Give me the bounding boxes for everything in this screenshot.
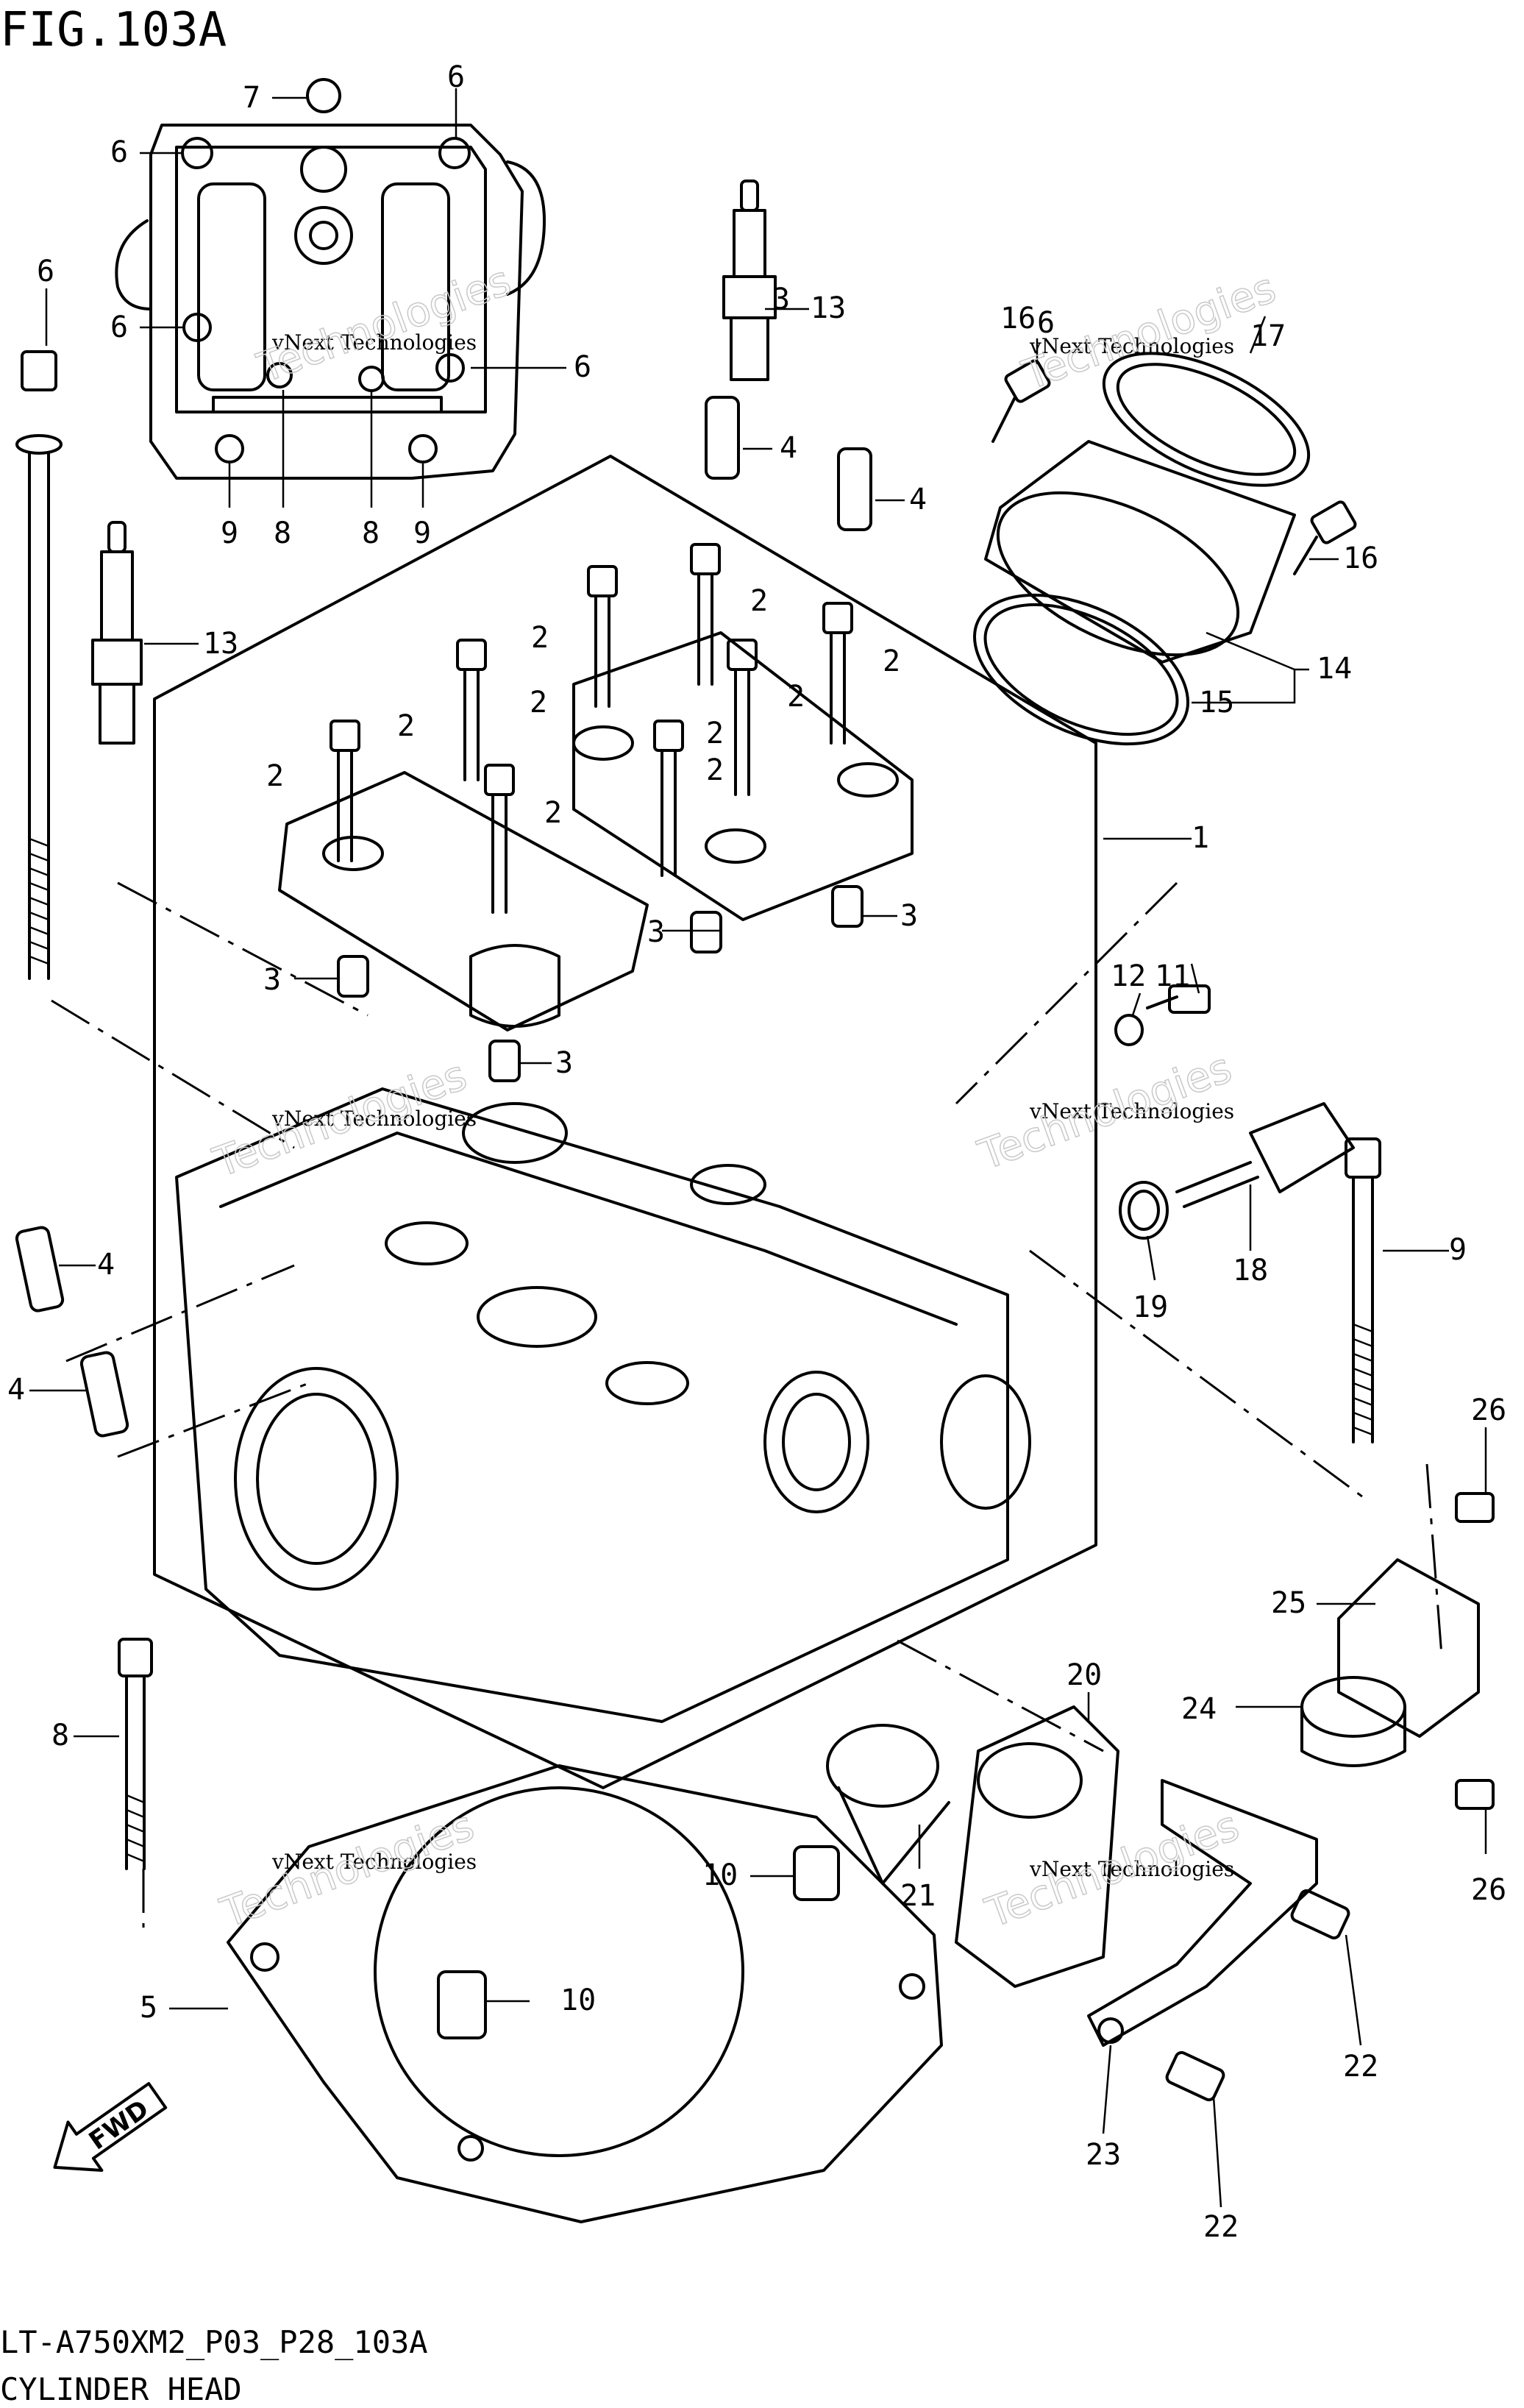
callout-2d: 2 <box>530 686 547 720</box>
figure-name: CYLINDER HEAD <box>0 2371 242 2407</box>
cylinder-head-gasket <box>227 1764 943 2223</box>
callout-23: 23 <box>1086 2138 1121 2172</box>
callout-7: 7 <box>243 81 260 115</box>
long-bolt-left <box>15 350 63 980</box>
housing-bolts <box>330 543 853 914</box>
watermark-1: vNext Technologies <box>271 330 477 355</box>
watermark-1-big: Technologies <box>252 257 517 392</box>
callout-2a: 2 <box>750 584 768 618</box>
callout-6d: 6 <box>574 350 591 384</box>
callout-9a: 9 <box>221 516 238 550</box>
watermark-6: vNext Technologies <box>1029 1857 1234 1881</box>
assembly-outline-box <box>153 455 1097 1789</box>
callout-12: 12 <box>1111 959 1146 993</box>
callout-4b: 4 <box>909 483 927 516</box>
callout-18: 18 <box>1233 1254 1268 1288</box>
bracket-25 <box>1337 1558 1480 1738</box>
fwd-arrow: FWD <box>53 2081 168 2172</box>
callout-3b: 3 <box>647 915 665 949</box>
camshaft-housing <box>278 631 914 1031</box>
callout-16a: 16 <box>1000 302 1036 335</box>
callout-8a: 8 <box>274 516 291 550</box>
sensor-washer <box>1119 1181 1169 1240</box>
callout-22a: 22 <box>1343 2050 1378 2084</box>
callout-3d: 3 <box>555 1046 573 1080</box>
watermarks: vNext Technologies Technologies vNext Te… <box>207 256 1283 1938</box>
small-bolt-and-washer <box>1114 984 1211 1046</box>
callout-19: 19 <box>1133 1290 1168 1324</box>
temperature-sensor <box>1175 1102 1355 1208</box>
thermostat <box>826 1724 950 1885</box>
callout-15: 15 <box>1199 686 1234 720</box>
callout-1: 1 <box>1192 821 1209 855</box>
bracket-23 <box>1087 1779 1318 2047</box>
callout-2h: 2 <box>544 796 562 830</box>
callout-13a: 13 <box>811 291 846 325</box>
leader-lines <box>29 88 1487 2208</box>
spark-plug-left <box>91 521 143 745</box>
watermark-5: vNext Technologies <box>271 1850 477 1874</box>
callout-10b: 10 <box>560 1983 596 2017</box>
callout-9c: 9 <box>1449 1233 1467 1267</box>
cylinder-head-body <box>175 1087 1031 1723</box>
callout-2f: 2 <box>266 759 284 793</box>
callout-8c: 8 <box>51 1719 69 1752</box>
callout-9b: 9 <box>413 516 431 550</box>
assembly-reference-lines <box>51 881 1443 1928</box>
callout-6e: 6 <box>37 255 54 288</box>
callout-16b: 16 <box>1343 541 1378 575</box>
figure-title: FIG.103A <box>0 3 227 57</box>
callout-labels: 1 2 2 2 2 2 2 2 2 2 2 3 3 3 3 3 4 4 4 4 … <box>7 60 1506 2244</box>
callout-21: 21 <box>900 1879 936 1913</box>
watermark-3: vNext Technologies <box>271 1107 477 1131</box>
callout-2e: 2 <box>787 680 805 714</box>
callout-11: 11 <box>1155 959 1190 993</box>
callout-5: 5 <box>140 1991 157 2025</box>
callout-6f: 6 <box>1037 306 1055 340</box>
callout-25: 25 <box>1271 1586 1306 1620</box>
callout-22b: 22 <box>1203 2210 1239 2244</box>
callout-20: 20 <box>1067 1658 1102 1692</box>
callout-14: 14 <box>1317 652 1352 686</box>
bolts-22-26 <box>1165 1492 1495 2102</box>
callout-3e: 3 <box>772 283 790 316</box>
callout-4a: 4 <box>780 431 797 465</box>
callout-26a: 26 <box>1471 1393 1506 1427</box>
callout-10a: 10 <box>702 1858 738 1892</box>
callout-4d: 4 <box>7 1373 25 1407</box>
callout-8b: 8 <box>362 516 380 550</box>
callout-26b: 26 <box>1471 1873 1506 1907</box>
callout-2j: 2 <box>397 709 415 743</box>
dowel-pins <box>337 885 864 1082</box>
watermark-4: vNext Technologies <box>1029 1099 1234 1123</box>
callout-2b: 2 <box>531 621 549 655</box>
callout-3a: 3 <box>900 899 918 933</box>
callout-24: 24 <box>1181 1692 1217 1726</box>
callout-6a: 6 <box>447 60 465 94</box>
head-top-view-inset <box>115 78 546 480</box>
cap-24 <box>1300 1676 1406 1767</box>
figure-code: LT-A750XM2_P03_P28_103A <box>0 2324 428 2360</box>
intake-pipe-assembly <box>973 352 1357 746</box>
callout-17: 17 <box>1250 319 1286 353</box>
spark-plug-center <box>722 180 777 381</box>
callout-6c: 6 <box>110 310 128 344</box>
callout-13b: 13 <box>203 627 238 661</box>
callout-3c: 3 <box>263 963 281 997</box>
watermark-2: vNext Technologies <box>1029 334 1234 358</box>
callout-2i: 2 <box>706 717 724 750</box>
long-bolt-right <box>1345 1137 1381 1443</box>
callout-2c: 2 <box>883 644 900 678</box>
bolt-8-lower-left <box>118 1638 153 1870</box>
thermostat-cover <box>955 1705 1119 1988</box>
callout-4c: 4 <box>97 1248 115 1282</box>
callout-2g: 2 <box>706 753 724 787</box>
callout-6b: 6 <box>110 135 128 169</box>
small-pins <box>15 396 872 1438</box>
